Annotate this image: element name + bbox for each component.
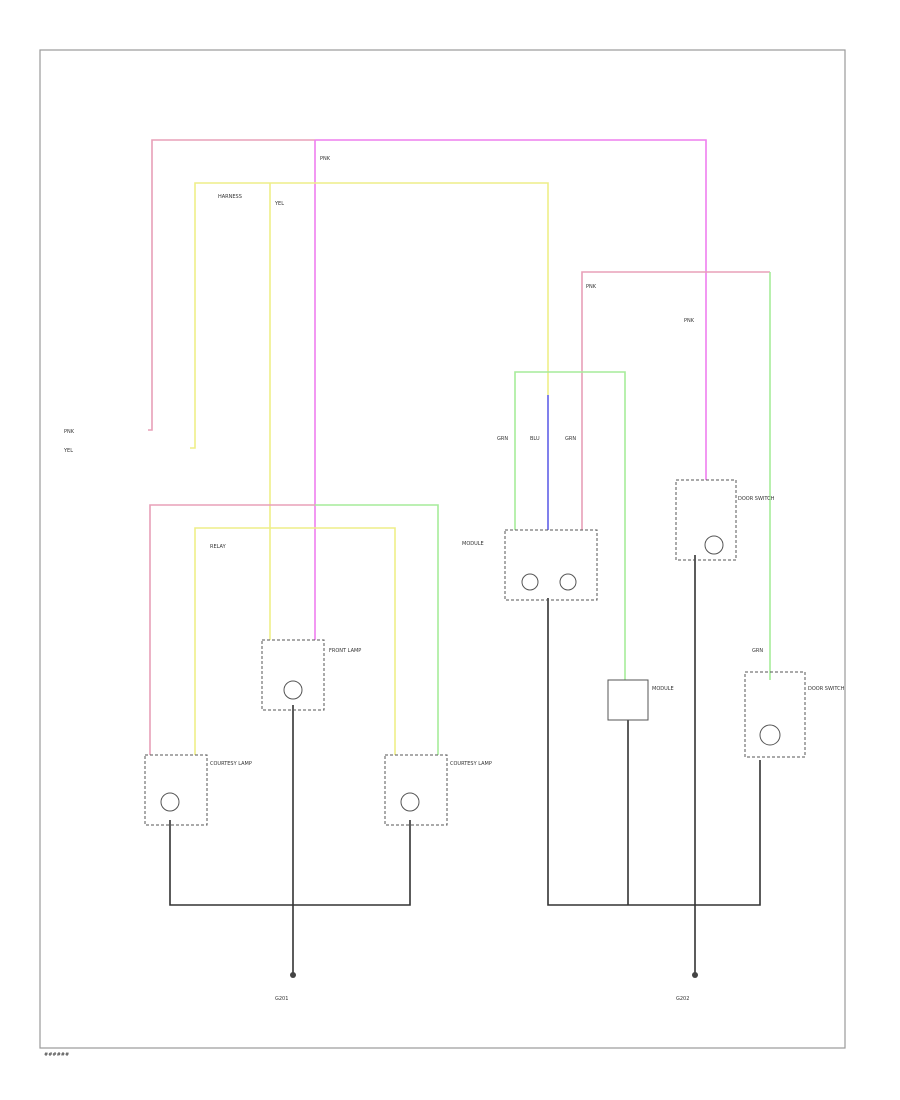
right-lamp-housing bbox=[384, 754, 448, 826]
component-label-door-switch: DOOR SWITCH bbox=[738, 496, 775, 502]
module-motor-right-icon bbox=[559, 573, 577, 591]
wire-code-magenta-right: PNK bbox=[684, 318, 695, 324]
component-label-rear-switch: DOOR SWITCH bbox=[808, 686, 845, 692]
diagram-frame bbox=[39, 49, 846, 1049]
green-wire-mid-loop bbox=[514, 371, 626, 680]
yellow-wire-top bbox=[270, 182, 549, 395]
left-lamp-housing bbox=[144, 754, 208, 826]
wire-code-magenta-left: PNK bbox=[320, 156, 331, 162]
component-label-right-lamp: COURTESY LAMP bbox=[450, 761, 492, 767]
center-lamp-bulb-icon bbox=[283, 680, 303, 700]
wire-code-green-mid-left: GRN bbox=[497, 436, 508, 442]
ground-left-icon bbox=[290, 972, 296, 978]
black-wire-left-lamp bbox=[169, 820, 295, 906]
right-lamp-bulb-icon bbox=[400, 792, 420, 812]
module-motor-left-icon bbox=[521, 573, 539, 591]
box-component bbox=[607, 679, 649, 721]
component-label-left-lamp: COURTESY LAMP bbox=[210, 761, 252, 767]
component-label-center-lamp: FRONT LAMP bbox=[329, 648, 361, 654]
green-wire-lower bbox=[315, 504, 439, 755]
pink-wire-lower-left bbox=[149, 504, 315, 755]
component-label-box: MODULE bbox=[652, 686, 674, 692]
module-housing bbox=[504, 529, 598, 601]
black-wire-module bbox=[547, 598, 761, 906]
door-switch-lamp-icon bbox=[704, 535, 724, 555]
yellow-wire-left bbox=[190, 182, 270, 449]
rear-switch-lamp-icon bbox=[759, 724, 781, 746]
component-label-module: MODULE bbox=[462, 541, 484, 547]
yellow-wire-lower bbox=[194, 527, 396, 755]
ground-right-icon bbox=[692, 972, 698, 978]
ground-label-right: G202 bbox=[676, 996, 689, 1002]
wire-code-green-mid-right: GRN bbox=[565, 436, 576, 442]
wire-code-pink-left: PNK bbox=[64, 429, 75, 435]
center-lamp-housing bbox=[261, 639, 325, 711]
wire-code-pink-mid: PNK bbox=[586, 284, 597, 290]
component-label-harness-left: HARNESS bbox=[218, 194, 242, 200]
footer-code: ###### bbox=[44, 1052, 69, 1058]
wire-code-yellow-mid: YEL bbox=[274, 201, 284, 207]
left-lamp-bulb-icon bbox=[160, 792, 180, 812]
rear-switch-housing bbox=[744, 671, 806, 758]
magenta-wire-top bbox=[315, 139, 707, 480]
component-label-relay-left: RELAY bbox=[210, 544, 227, 550]
black-wire-right-lamp bbox=[295, 820, 411, 906]
pink-wire-top-left bbox=[148, 139, 315, 431]
pink-wire-right-branch bbox=[581, 271, 770, 530]
wire-code-green-right: GRN bbox=[752, 648, 763, 654]
wire-code-blue-mid: BLU bbox=[530, 436, 540, 442]
door-switch-housing bbox=[675, 479, 737, 561]
wire-code-yellow-left: YEL bbox=[63, 448, 73, 454]
ground-label-left: G201 bbox=[275, 996, 288, 1002]
